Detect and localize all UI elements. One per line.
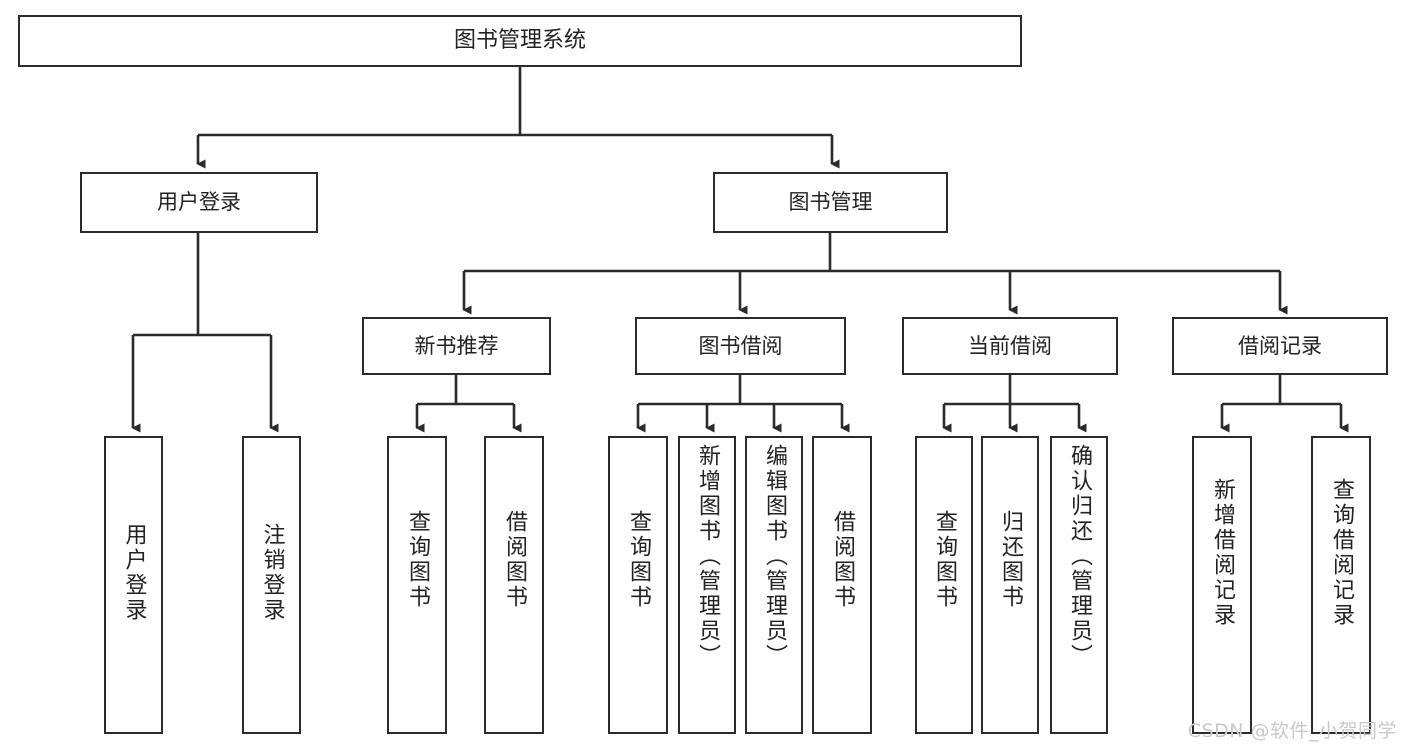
node-label: 查询图书	[405, 510, 430, 610]
node-current-borrow[interactable]: 当前借阅	[902, 317, 1118, 375]
leaf-current-return-book[interactable]: 归还图书	[981, 436, 1039, 734]
node-new-book-recommend[interactable]: 新书推荐	[362, 317, 551, 375]
node-book-borrow[interactable]: 图书借阅	[635, 317, 846, 375]
node-label: 用户登录	[157, 190, 241, 215]
node-label: 新增图书（管理员）	[695, 444, 720, 669]
leaf-record-add-record[interactable]: 新增借阅记录	[1192, 436, 1252, 734]
node-book-management[interactable]: 图书管理	[713, 172, 948, 233]
node-user-login[interactable]: 用户登录	[80, 172, 318, 233]
leaf-borrow-borrow-book[interactable]: 借阅图书	[812, 436, 872, 734]
node-label: 借阅记录	[1238, 333, 1322, 358]
node-label: 查询图书	[932, 510, 957, 610]
node-label: 确认归还（管理员）	[1067, 444, 1092, 669]
node-label: 新增借阅记录	[1210, 478, 1235, 628]
node-label: 图书管理系统	[453, 28, 586, 54]
leaf-new-book-borrow[interactable]: 借阅图书	[484, 436, 544, 734]
watermark-text: CSDN @软件_小贺同学	[1187, 720, 1397, 742]
node-borrow-record[interactable]: 借阅记录	[1172, 317, 1388, 375]
node-label: 归还图书	[998, 510, 1023, 610]
leaf-record-query-record[interactable]: 查询借阅记录	[1311, 436, 1371, 734]
node-label: 借阅图书	[830, 510, 855, 610]
node-label: 借阅图书	[502, 510, 527, 610]
leaf-user-login-logout[interactable]: 注销登录	[242, 436, 301, 734]
node-label: 查询借阅记录	[1329, 478, 1354, 628]
leaf-current-query-book[interactable]: 查询图书	[915, 436, 973, 734]
node-label: 用户登录	[121, 523, 147, 623]
node-label: 查询图书	[626, 510, 651, 610]
leaf-borrow-edit-book-admin[interactable]: 编辑图书（管理员）	[745, 436, 803, 734]
node-label: 编辑图书（管理员）	[762, 444, 787, 669]
leaf-user-login-login[interactable]: 用户登录	[104, 436, 163, 734]
node-label: 注销登录	[259, 523, 285, 623]
leaf-borrow-query-book[interactable]: 查询图书	[608, 436, 668, 734]
node-label: 当前借阅	[968, 333, 1052, 358]
leaf-current-confirm-return-admin[interactable]: 确认归还（管理员）	[1050, 436, 1108, 734]
leaf-new-book-query[interactable]: 查询图书	[387, 436, 447, 734]
node-label: 图书管理	[788, 190, 873, 215]
node-label: 新书推荐	[414, 333, 499, 358]
node-root-system[interactable]: 图书管理系统	[18, 15, 1022, 67]
leaf-borrow-add-book-admin[interactable]: 新增图书（管理员）	[678, 436, 736, 734]
node-label: 图书借阅	[698, 333, 783, 358]
